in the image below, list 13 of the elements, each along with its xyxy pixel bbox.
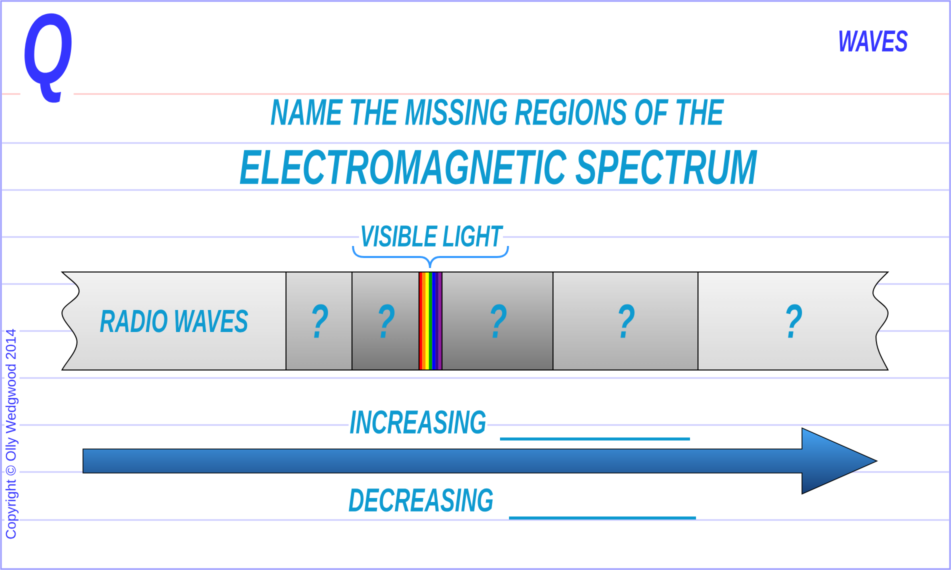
heading: NAME THE MISSING REGIONS OF THE <box>270 98 724 126</box>
heading: ELECTROMAGNETIC SPECTRUM <box>240 150 758 184</box>
spectrum-segment: ? <box>698 272 888 370</box>
prompt-text: DECREASING <box>347 487 495 513</box>
question-letter: Q <box>20 12 74 104</box>
spectrum-segment: ? <box>352 272 420 370</box>
spectrum-segment: ? <box>286 272 352 370</box>
copyright-text: Copyright © Olly Wedgwood 2014 <box>4 328 20 540</box>
brace-label: VISIBLE LIGHT <box>359 224 504 248</box>
topic-label: WAVES <box>839 30 908 52</box>
spectrum-segment: ? <box>442 272 554 370</box>
spectrum-segment: ? <box>552 272 698 370</box>
prompt-text: INCREASING <box>348 409 488 435</box>
